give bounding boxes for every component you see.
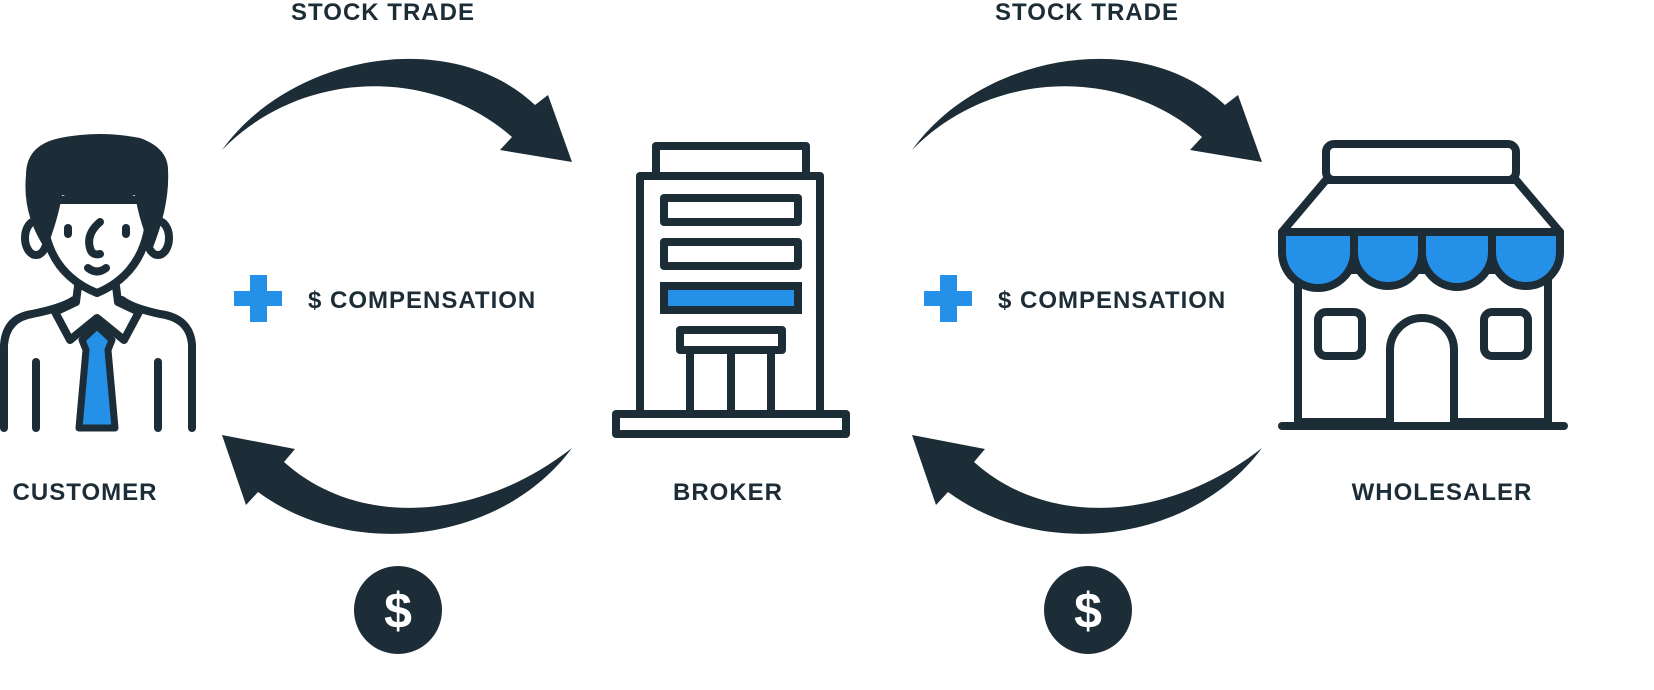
- compensation-label: $ COMPENSATION: [998, 287, 1226, 314]
- compensation-label: $ COMPENSATION: [308, 287, 536, 314]
- stock-trade-label: STOCK TRADE: [995, 0, 1179, 26]
- building-icon: [612, 142, 850, 438]
- plus-icon: [924, 275, 972, 322]
- customer: CUSTOMER: [0, 134, 196, 506]
- broker: BROKER: [612, 142, 850, 506]
- dollar-coin-icon: $: [1044, 566, 1132, 654]
- wholesaler: WHOLESALER: [1278, 140, 1568, 506]
- arrow-left-icon: [222, 435, 572, 534]
- storefront-icon: [1278, 140, 1568, 430]
- flow-customer-broker: STOCK TRADE $ COMPENSATION $: [222, 0, 572, 654]
- stock-trade-label: STOCK TRADE: [291, 0, 475, 26]
- arrow-right-icon: [912, 58, 1262, 162]
- entity-label: BROKER: [673, 479, 783, 506]
- svg-text:$: $: [384, 583, 412, 639]
- svg-text:$: $: [1074, 583, 1102, 639]
- dollar-coin-icon: $: [354, 566, 442, 654]
- arrow-left-icon: [912, 435, 1262, 534]
- plus-icon: [234, 275, 282, 322]
- arrow-right-icon: [222, 58, 572, 162]
- entity-label: CUSTOMER: [13, 479, 158, 506]
- person-icon: [0, 134, 196, 432]
- flow-broker-wholesaler: STOCK TRADE $ COMPENSATION $: [912, 0, 1262, 654]
- entity-label: WHOLESALER: [1352, 479, 1533, 506]
